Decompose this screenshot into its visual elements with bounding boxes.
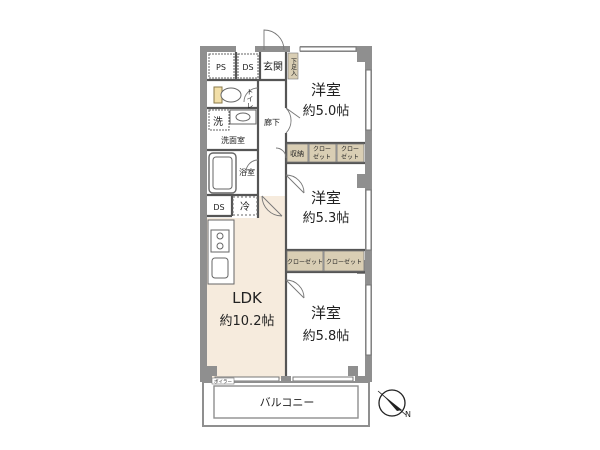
ds-label-top: DS — [242, 63, 253, 72]
toilet-label: トイレ — [246, 88, 254, 109]
window-right-room3 — [365, 284, 372, 356]
floors — [207, 50, 286, 379]
closet-b-label-1: クロー — [341, 146, 359, 153]
ldk-size: 約10.2帖 — [220, 314, 275, 329]
compass-ring — [378, 389, 406, 417]
door-west-room-2 — [285, 174, 305, 194]
wall-bottom-left — [200, 376, 212, 382]
window-right-room1 — [365, 69, 372, 131]
closet-b-label-2: ゼット — [341, 153, 359, 161]
room-size-1: 約5.0帖 — [303, 104, 350, 119]
door-entrance — [263, 29, 285, 51]
compass-n-label: N — [405, 410, 411, 419]
wall-bottom-right — [355, 376, 372, 382]
fixtures — [207, 53, 259, 285]
genkan-label: 玄関 — [263, 60, 283, 73]
ps-label: PS — [216, 63, 226, 72]
closet-c-label: クローゼット — [287, 258, 323, 266]
window-right-room2 — [365, 189, 372, 251]
column-top-right — [357, 52, 365, 62]
fridge-label: 冷 — [240, 200, 250, 213]
burner-2 — [216, 242, 224, 250]
door-west-room-1 — [285, 107, 301, 134]
sink — [211, 257, 229, 279]
ps-box — [208, 53, 235, 79]
balcony-railing — [213, 385, 359, 419]
window-bottom-room3 — [292, 376, 354, 382]
boiler-label: ボイラー — [214, 378, 232, 385]
column-bottom-right — [348, 366, 358, 376]
door-ldk — [261, 195, 283, 217]
senmenshitsu-label: 洗面室 — [221, 135, 245, 145]
room-size-2: 約5.3帖 — [303, 211, 350, 226]
balcony — [202, 377, 370, 427]
doors — [243, 29, 305, 299]
room-size-3: 約5.8帖 — [303, 329, 350, 344]
closet-d-label: クローゼット — [326, 258, 362, 266]
washer-pan — [208, 109, 230, 131]
room-name-2: 洋室 — [311, 189, 341, 207]
boiler-box — [211, 377, 235, 385]
labels: 洋室 約5.0帖 洋室 約5.3帖 洋室 約5.8帖 LDK 約10.2帖 PS… — [213, 58, 411, 419]
stove — [210, 229, 230, 253]
closet-a-label-1: クロー — [313, 146, 331, 153]
closet-a — [308, 143, 337, 163]
fridge-space — [232, 196, 258, 216]
rouka-label: 廊下 — [264, 117, 280, 127]
wall-bottom-mid — [281, 376, 291, 382]
ds-label-mid: DS — [213, 203, 224, 212]
room-name-3: 洋室 — [311, 304, 341, 322]
closets — [286, 52, 365, 272]
yokushitsu-label: 浴室 — [239, 167, 255, 177]
shuno-label: 収納 — [290, 149, 304, 158]
balcony-label: バルコニー — [260, 396, 315, 409]
compass-icon — [377, 389, 407, 417]
closet-b — [336, 143, 365, 163]
room-name-1: 洋室 — [311, 81, 341, 99]
hallway-floor — [260, 50, 286, 195]
closet-d — [323, 250, 365, 272]
door-west-room-3 — [285, 279, 305, 299]
partitions — [207, 52, 365, 376]
door-toilet — [243, 87, 259, 103]
door-storage — [275, 147, 287, 159]
column-mid-right — [357, 174, 365, 188]
compass-axis — [377, 390, 407, 416]
wall-left — [200, 46, 207, 382]
closet-a-label-2: ゼット — [313, 153, 331, 161]
geta-shoebox — [287, 52, 299, 80]
wall-top-left — [200, 46, 236, 52]
washbasin-bowl — [235, 112, 251, 122]
toilet-bowl — [220, 87, 242, 103]
ds-box-top — [237, 53, 259, 79]
wash-label: 洗 — [213, 116, 223, 128]
ldk-name: LDK — [232, 289, 263, 307]
closet-c — [286, 250, 324, 272]
storage-shuno — [286, 143, 309, 163]
door-bath — [245, 159, 259, 173]
geta-label: 下足入 — [290, 58, 297, 76]
wall-top-mid — [255, 46, 290, 52]
burner-1 — [216, 232, 224, 240]
bathtub-inner — [212, 156, 233, 190]
column-bottom-left — [207, 366, 217, 376]
window-top-right — [299, 46, 357, 52]
